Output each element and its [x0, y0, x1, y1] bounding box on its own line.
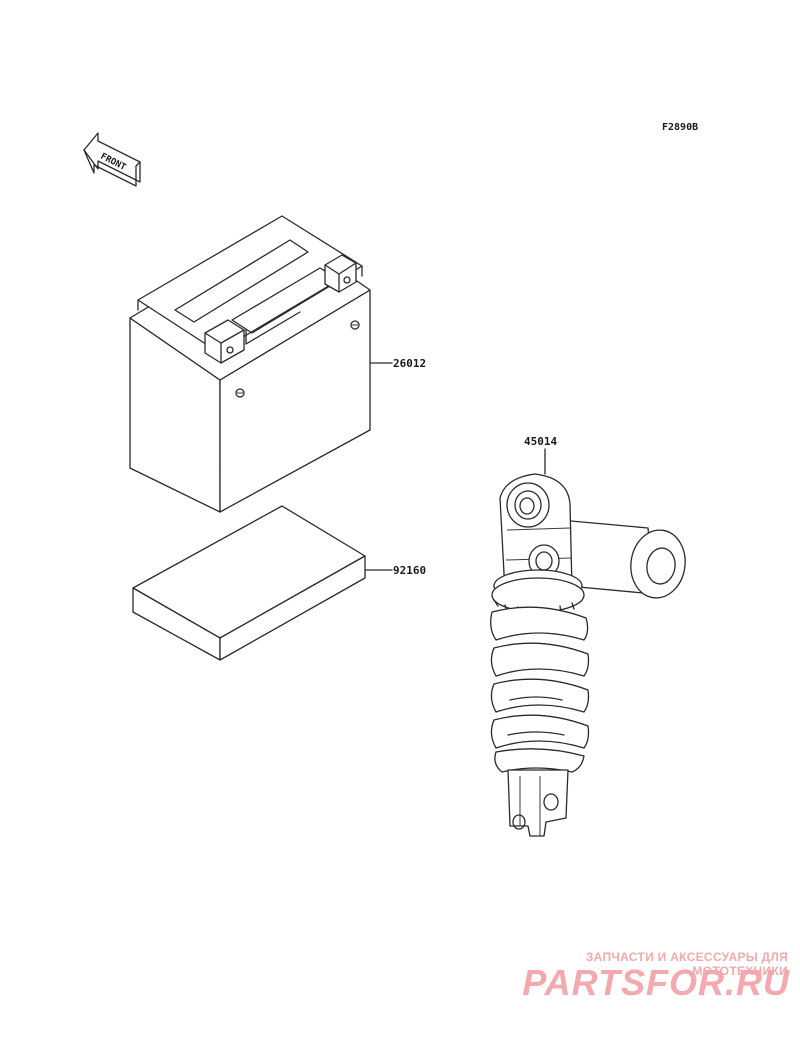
- shock-spring: [490, 606, 590, 773]
- part-number-26012: 26012: [393, 357, 426, 370]
- front-direction-arrow: FRONT: [83, 132, 141, 187]
- figure-code: F2890B: [662, 122, 698, 133]
- watermark-tagline: ЗАПЧАСТИ И АКСЕССУАРЫ ДЛЯ МОТОТЕХНИКИ: [585, 950, 788, 978]
- battery-part-26012: [129, 215, 371, 513]
- shock-lower-clevis: [507, 769, 569, 837]
- part-number-45014: 45014: [524, 435, 557, 448]
- watermark-logo: PARTSFOR.RU: [522, 962, 790, 1003]
- shock-reservoir: [559, 519, 686, 599]
- shock-adjuster-nut: [528, 544, 560, 578]
- battery-terminal-left: [204, 319, 245, 364]
- shock-spring-collar: [491, 569, 585, 616]
- battery-terminal-right: [324, 254, 357, 293]
- shock-top-eye: [506, 482, 550, 528]
- part-number-92160: 92160: [393, 564, 426, 577]
- battery-pad-part-92160: [132, 505, 366, 661]
- shock-absorber-part-45014: [490, 473, 686, 837]
